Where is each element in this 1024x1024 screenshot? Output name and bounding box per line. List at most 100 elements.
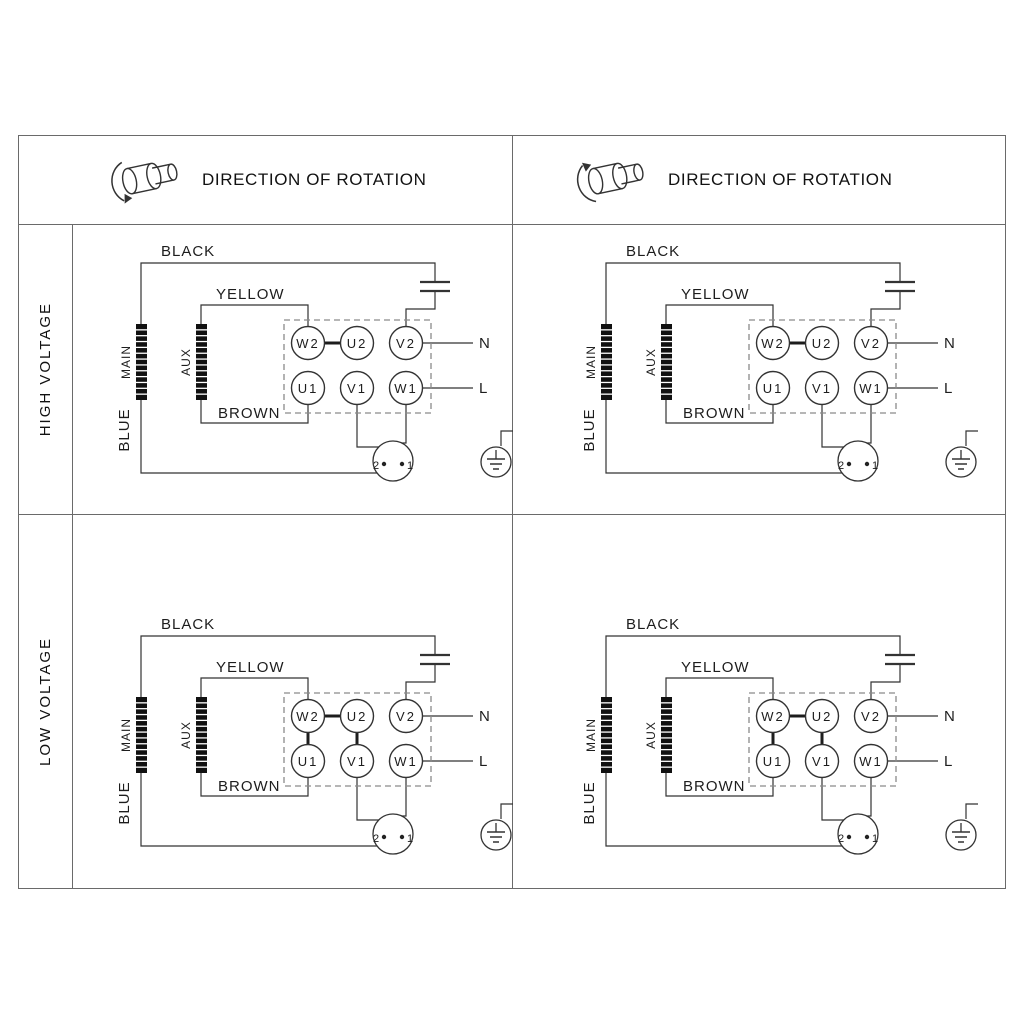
terminal-U2: U2 bbox=[804, 698, 840, 734]
terminal-U1: U1 bbox=[755, 370, 791, 406]
label-black: BLACK bbox=[161, 616, 215, 633]
label-neutral: N bbox=[479, 708, 490, 725]
wire-capacitor-to-V2 bbox=[870, 292, 901, 327]
capacitor-icon bbox=[420, 280, 450, 293]
main-winding-coil-label: MAIN bbox=[119, 345, 133, 379]
terminal-label-U2: U2 bbox=[347, 336, 368, 351]
main-winding-coil: MAIN bbox=[119, 697, 147, 773]
capacitor-icon bbox=[885, 653, 915, 666]
terminal-label-U1: U1 bbox=[763, 754, 784, 769]
row-label-high-voltage: HIGH VOLTAGE bbox=[19, 225, 73, 515]
wire-yellow bbox=[200, 677, 309, 700]
ground-hook bbox=[965, 803, 978, 819]
terminal-U2: U2 bbox=[339, 698, 375, 734]
connector-pin-1-label: 1 bbox=[407, 833, 413, 845]
connector-pin-2-label: 2 bbox=[373, 460, 379, 472]
label-neutral: N bbox=[479, 335, 490, 352]
main-winding-coil: MAIN bbox=[119, 324, 147, 400]
aux-winding-coil: AUX bbox=[179, 697, 207, 773]
terminal-U1: U1 bbox=[290, 370, 326, 406]
label-line: L bbox=[479, 380, 487, 397]
ground-icon bbox=[945, 803, 978, 851]
connector-pin-2-label: 2 bbox=[838, 833, 844, 845]
rotation-cw-arrow bbox=[576, 162, 597, 203]
label-brown: BROWN bbox=[218, 405, 281, 422]
terminal-label-U1: U1 bbox=[763, 381, 784, 396]
wire-capacitor-to-V2 bbox=[405, 292, 436, 327]
capacitor-icon bbox=[885, 280, 915, 293]
wire-blue bbox=[605, 400, 844, 474]
label-neutral: N bbox=[944, 335, 955, 352]
terminal-label-V1: V1 bbox=[347, 754, 367, 769]
terminal-W2: W2 bbox=[755, 325, 791, 361]
capacitor-icon bbox=[420, 653, 450, 666]
terminal-label-W1: W1 bbox=[859, 754, 883, 769]
main-winding-coil: MAIN bbox=[584, 697, 612, 773]
label-line: L bbox=[944, 380, 952, 397]
aux-winding-coil-label: AUX bbox=[644, 721, 658, 749]
terminal-label-U1: U1 bbox=[298, 754, 319, 769]
terminal-W1: W1 bbox=[388, 370, 424, 406]
terminal-W1: W1 bbox=[853, 743, 889, 779]
wire-brown bbox=[665, 773, 774, 797]
wire-black bbox=[140, 635, 436, 697]
header-direction-right: DIRECTION OF ROTATION bbox=[513, 136, 1006, 225]
motor-rotation-ccw-icon bbox=[111, 161, 178, 204]
label-yellow: YELLOW bbox=[681, 286, 750, 303]
wire-black bbox=[605, 262, 901, 324]
connector-pin-2-label: 2 bbox=[373, 833, 379, 845]
motor-rotation-cw-icon bbox=[576, 162, 644, 203]
rotation-ccw-arrow bbox=[111, 161, 133, 204]
wire-brown bbox=[200, 773, 309, 797]
terminal-W1: W1 bbox=[388, 743, 424, 779]
label-line: L bbox=[944, 753, 952, 770]
connector-pin-1-label: 1 bbox=[872, 460, 878, 472]
terminal-label-V1: V1 bbox=[347, 381, 367, 396]
wire-yellow bbox=[200, 304, 309, 327]
terminal-label-U2: U2 bbox=[812, 709, 833, 724]
label-black: BLACK bbox=[626, 243, 680, 260]
terminal-label-V1: V1 bbox=[812, 754, 832, 769]
header-direction-left: DIRECTION OF ROTATION bbox=[19, 136, 513, 225]
terminal-U1: U1 bbox=[755, 743, 791, 779]
motor-cylinder bbox=[576, 162, 644, 203]
label-blue: BLUE bbox=[581, 781, 598, 824]
label-yellow: YELLOW bbox=[681, 659, 750, 676]
terminal-label-V1: V1 bbox=[812, 381, 832, 396]
label-neutral: N bbox=[944, 708, 955, 725]
terminal-W2: W2 bbox=[290, 698, 326, 734]
wire-capacitor-to-V2 bbox=[405, 665, 436, 700]
terminal-W2: W2 bbox=[755, 698, 791, 734]
label-black: BLACK bbox=[626, 616, 680, 633]
terminal-label-W2: W2 bbox=[761, 336, 785, 351]
wire-capacitor-to-V2 bbox=[870, 665, 901, 700]
terminal-V2: V2 bbox=[388, 325, 424, 361]
terminal-label-U1: U1 bbox=[298, 381, 319, 396]
ground-hook bbox=[500, 803, 513, 819]
label-blue: BLUE bbox=[116, 408, 133, 451]
wire-blue bbox=[605, 773, 844, 847]
ground-hook bbox=[500, 430, 513, 446]
main-winding-coil-label: MAIN bbox=[119, 718, 133, 752]
terminal-label-V2: V2 bbox=[861, 709, 881, 724]
terminal-V1: V1 bbox=[804, 743, 840, 779]
terminal-label-W1: W1 bbox=[859, 381, 883, 396]
high-voltage-label: HIGH VOLTAGE bbox=[37, 302, 54, 437]
ground-icon bbox=[945, 430, 978, 478]
wire-blue bbox=[140, 400, 379, 474]
terminal-label-V2: V2 bbox=[861, 336, 881, 351]
wire-brown bbox=[200, 400, 309, 424]
terminal-V2: V2 bbox=[853, 698, 889, 734]
motor-cylinder bbox=[111, 161, 178, 204]
wire-yellow bbox=[665, 677, 774, 700]
aux-winding-coil-label: AUX bbox=[644, 348, 658, 376]
wiring-diagram-sheet: DIRECTION OF ROTATION DIRECTION OF ROTAT… bbox=[18, 135, 1006, 889]
terminal-label-W1: W1 bbox=[394, 754, 418, 769]
aux-winding-coil: AUX bbox=[644, 324, 672, 400]
